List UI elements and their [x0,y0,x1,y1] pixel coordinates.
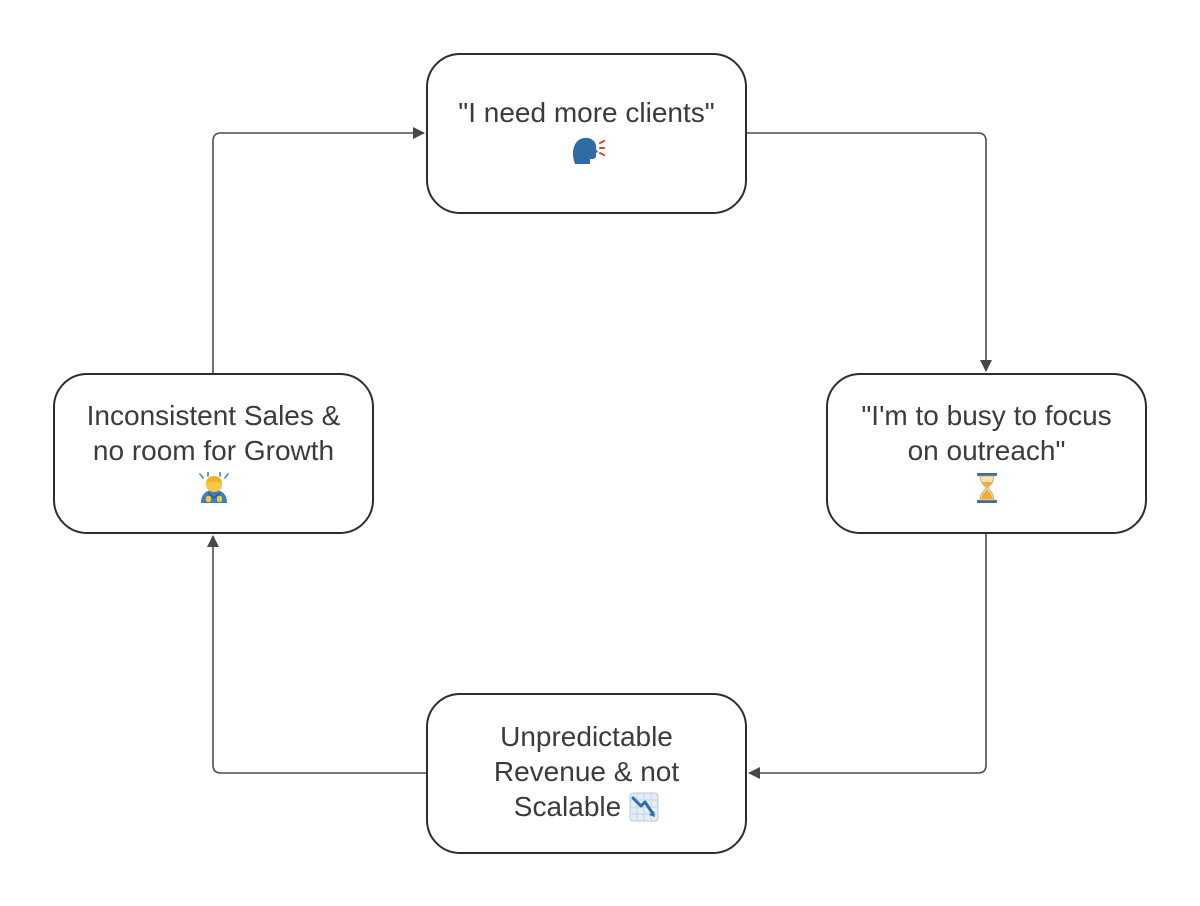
hourglass-icon [976,472,998,512]
node-need-more-clients: "I need more clients" [426,53,747,214]
node-top-line-1: "I need more clients" [458,97,715,128]
connector-right-to-bottom [748,534,987,779]
chart-decreasing-icon [629,792,659,830]
connector-left-to-top [212,127,425,373]
node-right-line-2: on outreach" [907,434,1066,466]
node-bottom-line-3: Scalable [513,791,622,822]
node-too-busy: "I'm to busy to focus on outreach" [826,373,1147,534]
node-unpredictable-revenue: Unpredictable Revenue & not Scalable [426,693,747,854]
bowing-person-icon [196,470,232,512]
connector-top-to-right [747,132,992,372]
speaking-head-icon [569,134,605,174]
node-right-line-1: "I'm to busy to focus [861,399,1112,431]
node-left-line-1: Inconsistent Sales & [86,399,341,431]
node-bottom-line-1: Unpredictable [500,721,673,752]
node-left-line-2: no room for Growth [92,434,335,466]
node-inconsistent-sales: Inconsistent Sales & no room for Growth [53,373,374,534]
node-bottom-line-3-wrap: Scalable [514,789,659,830]
connector-bottom-to-left [207,535,426,774]
node-bottom-line-2: Revenue & not [493,756,680,787]
